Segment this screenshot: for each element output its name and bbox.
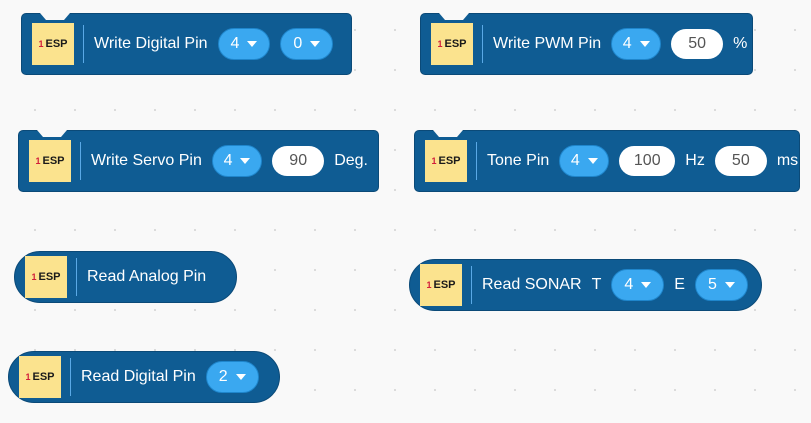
value-dropdown[interactable]: 0 <box>280 28 334 60</box>
trigger-label: T <box>591 276 602 293</box>
pin-dropdown[interactable]: 4 <box>211 145 263 177</box>
block-label: Write PWM Pin <box>493 35 602 52</box>
unit-label: % <box>733 35 748 52</box>
block-label: Write Servo Pin <box>91 152 202 169</box>
caret-down-icon <box>587 158 598 164</box>
block-label: Read Digital Pin <box>81 368 196 385</box>
angle-input[interactable]: 90 <box>272 146 325 176</box>
separator <box>70 358 71 396</box>
separator <box>476 142 477 180</box>
pin-dropdown[interactable]: 4 <box>611 28 662 60</box>
separator <box>80 142 81 180</box>
caret-down-icon <box>240 158 251 164</box>
pwm-value-input[interactable]: 50 <box>671 29 724 59</box>
caret-down-icon <box>235 374 246 380</box>
separator <box>482 25 483 63</box>
pin-dropdown[interactable]: 4 <box>559 145 610 177</box>
caret-down-icon <box>724 282 735 288</box>
frequency-unit-label: Hz <box>685 152 705 169</box>
block-label: Read Analog Pin <box>87 268 207 285</box>
caret-down-icon <box>641 282 652 288</box>
pin-dropdown[interactable]: 4 <box>217 28 271 60</box>
separator <box>76 258 77 296</box>
echo-label: E <box>674 276 685 293</box>
block-label: Write Digital Pin <box>94 35 208 52</box>
block-label: Read SONAR <box>482 276 582 293</box>
separator <box>471 266 472 304</box>
duration-input[interactable]: 50 <box>714 146 767 176</box>
block-label: Tone Pin <box>487 152 550 169</box>
trigger-pin-dropdown[interactable]: 4 <box>611 269 665 301</box>
frequency-input[interactable]: 100 <box>619 146 676 176</box>
caret-down-icon <box>639 41 650 47</box>
unit-label: Deg. <box>334 152 368 169</box>
pin-dropdown[interactable]: 2 <box>205 361 259 393</box>
caret-down-icon <box>247 41 258 47</box>
duration-unit-label: ms <box>776 152 799 169</box>
caret-down-icon <box>310 41 321 47</box>
separator <box>83 25 84 63</box>
echo-pin-dropdown[interactable]: 5 <box>694 269 748 301</box>
